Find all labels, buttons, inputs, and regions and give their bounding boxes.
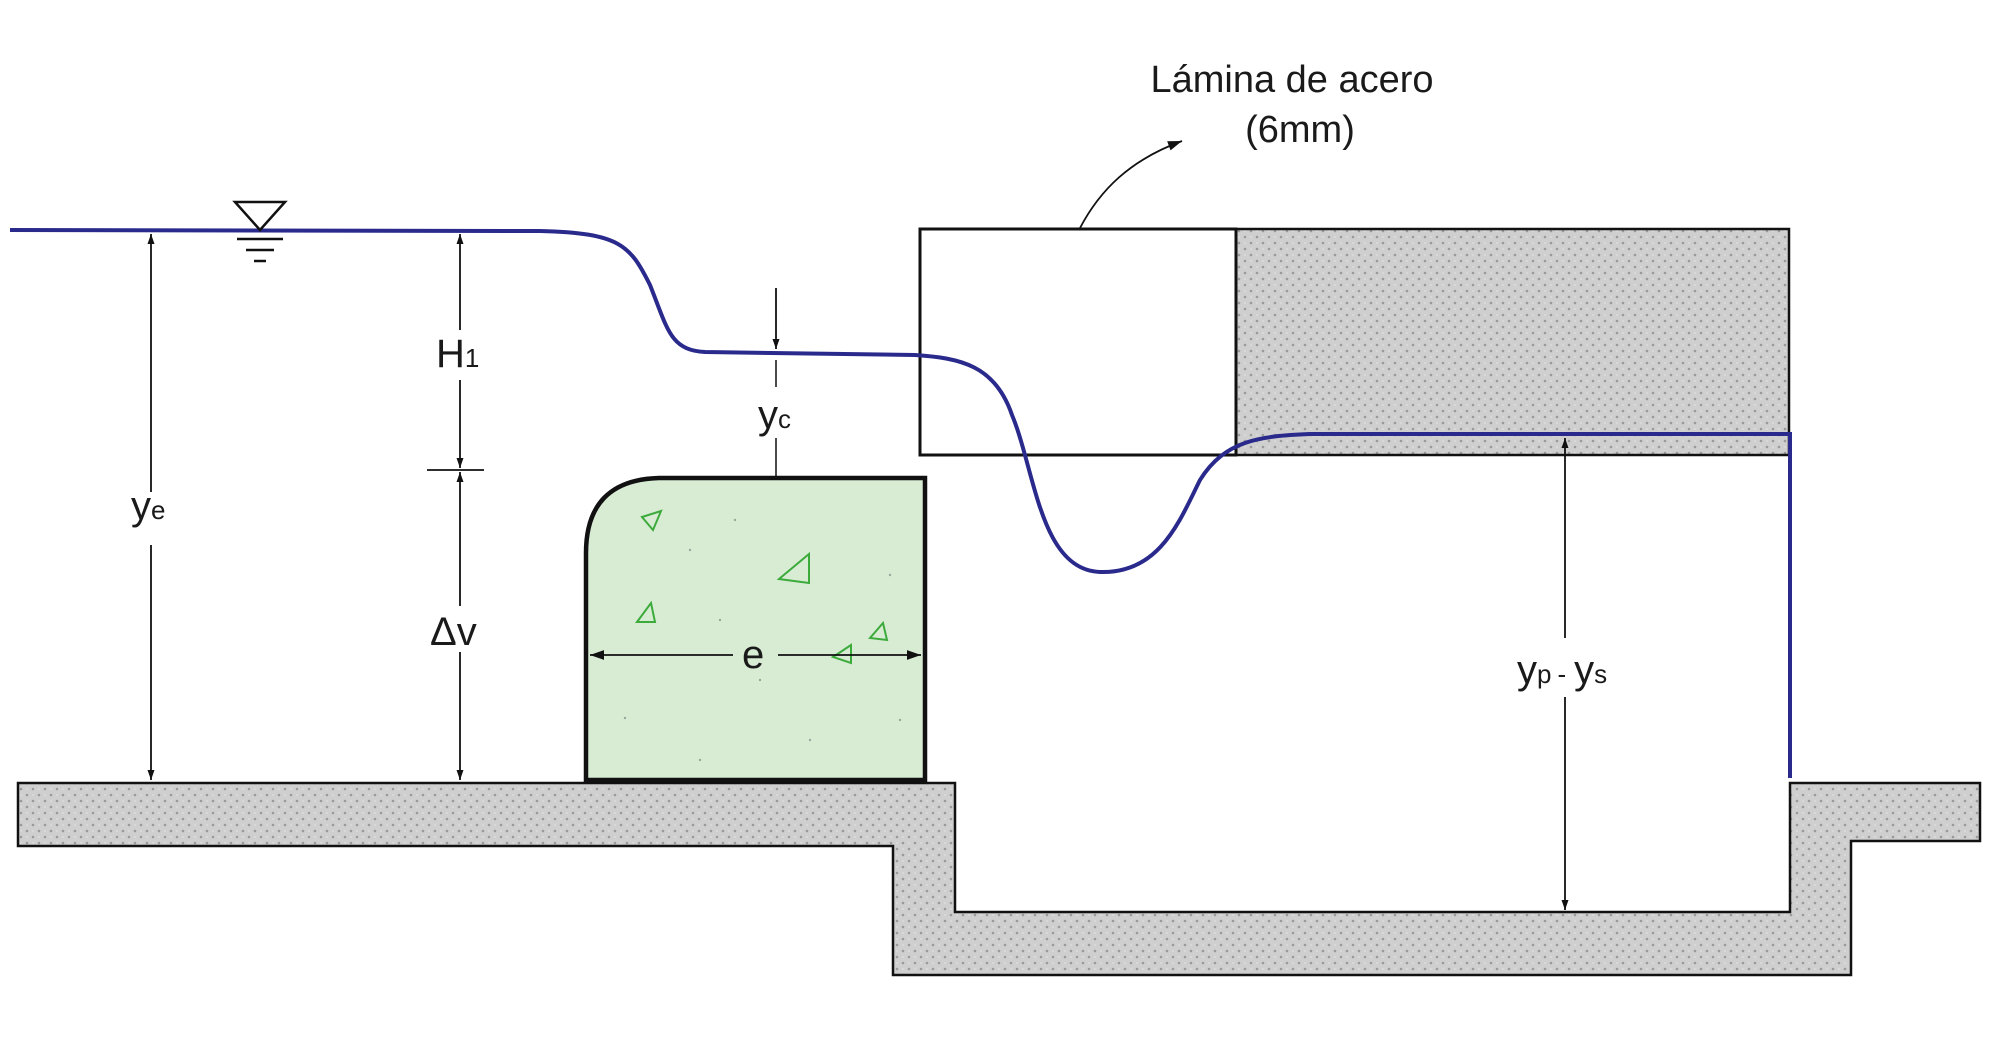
weir-block (583, 475, 928, 783)
water-surface-profile (9, 228, 1792, 778)
yp-ys-dimension: yp-ys (1517, 438, 1607, 910)
water-surface-triangle-icon (232, 200, 288, 263)
steel-plate-callout: Lámina de acero (6mm) (1079, 59, 1434, 229)
h1-dv-dimension: H1 Δv (427, 234, 484, 780)
annotation-line-1: Lámina de acero (1150, 59, 1433, 101)
yc-dimension: yc (758, 288, 791, 476)
e-label: e (742, 633, 764, 677)
callout-leader (1079, 140, 1183, 229)
yc-subscript: c (778, 404, 791, 434)
ys-subscript: s (1594, 659, 1607, 689)
aggregate-triangle (776, 551, 810, 585)
concrete-block (1234, 227, 1791, 457)
yp-ys-dash: - (1557, 659, 1566, 689)
dv-label: Δv (430, 610, 477, 654)
ye-label: ye (131, 484, 165, 528)
yp-ys-label: yp-ys (1517, 648, 1607, 692)
aggregate-triangle (640, 509, 663, 532)
e-dimension: e (590, 633, 921, 677)
steel-plate (918, 227, 1238, 457)
aggregate-triangle (868, 620, 889, 642)
concrete-floor (16, 781, 1982, 977)
h1-subscript: 1 (465, 343, 479, 373)
yc-label: yc (758, 393, 791, 437)
aggregate-dots (623, 518, 902, 762)
aggregate-triangle (635, 600, 657, 623)
yp-subscript: p (1537, 659, 1551, 689)
ye-subscript: e (151, 495, 165, 525)
ye-dimension: ye (131, 234, 165, 780)
annotation-line-2: (6mm) (1245, 109, 1355, 151)
aggregate-marks (635, 509, 889, 665)
h1-label: H1 (436, 332, 479, 376)
aggregate-triangle (830, 643, 852, 665)
